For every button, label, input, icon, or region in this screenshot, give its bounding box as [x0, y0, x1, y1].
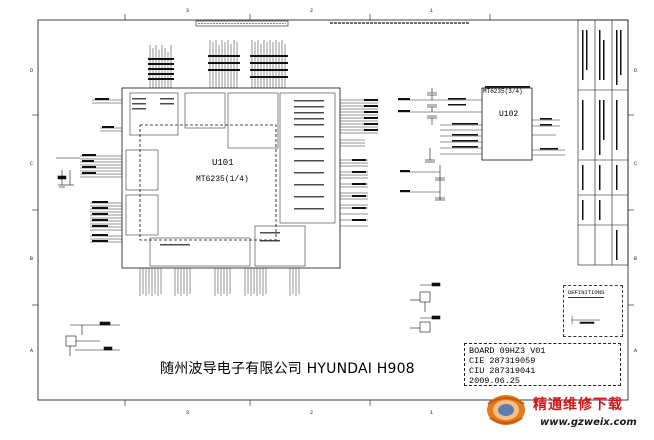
second-chip-labels — [398, 86, 558, 192]
svg-text:B: B — [30, 256, 33, 262]
board-info-line: CIE 287319059 — [469, 356, 536, 366]
svg-text:D: D — [30, 68, 33, 74]
second-chip-ref: U102 — [499, 110, 519, 119]
main-chip-right-labels — [352, 99, 378, 221]
company-watermark: 随州波导电子有限公司 HYUNDAI H908 — [160, 361, 415, 377]
title-block — [577, 19, 629, 266]
lower-mid-circuit — [410, 282, 441, 333]
main-chip-left-labels — [82, 98, 114, 242]
svg-text:D: D — [634, 68, 637, 74]
definitions-mark — [571, 316, 600, 324]
main-chip-top-pins — [149, 40, 286, 88]
svg-text:C: C — [30, 161, 33, 167]
svg-text:A: A — [634, 348, 637, 354]
svg-text:3: 3 — [186, 8, 189, 14]
main-chip-part: MT6235(1/4) — [196, 175, 249, 184]
second-chip-part: MT6235(3/4) — [483, 88, 523, 95]
second-chip-pins — [398, 99, 565, 193]
svg-text:A: A — [30, 348, 33, 354]
zone-markers: 3 2 1 3 2 1 D C B A D C B A — [30, 8, 637, 416]
definitions-title: DEFINITIONS — [568, 289, 605, 298]
u102-capacitors — [425, 88, 445, 201]
svg-text:1: 1 — [430, 410, 433, 416]
header-strip — [195, 20, 470, 27]
main-chip-internal-labels — [132, 98, 324, 246]
site-url[interactable]: www.gzweix.com — [540, 417, 637, 428]
svg-text:1: 1 — [430, 8, 433, 14]
main-chip-ref: U101 — [212, 158, 234, 168]
definitions-box: DEFINITIONS — [563, 285, 623, 337]
svg-text:B: B — [634, 256, 637, 262]
main-chip-top-labels — [148, 55, 288, 80]
board-info-line: 2009.06.25 — [469, 376, 521, 386]
main-chip-bottom-pins — [139, 268, 300, 296]
site-logo-icon — [487, 395, 525, 425]
svg-text:C: C — [634, 161, 637, 167]
left-components — [56, 157, 80, 188]
title-block-text — [582, 30, 622, 260]
lower-left-circuit — [65, 321, 120, 356]
svg-text:2: 2 — [310, 410, 313, 416]
board-info-box: BOARD 09HZ3 V01 CIE 287319059 CIU 287319… — [464, 343, 621, 386]
site-title: 精通维修下载 — [533, 397, 623, 413]
second-chip-body — [481, 87, 533, 161]
board-info-line: BOARD 09HZ3 V01 — [469, 346, 546, 356]
board-info-line: CIU 287319041 — [469, 366, 536, 376]
svg-text:2: 2 — [310, 8, 313, 14]
svg-text:3: 3 — [186, 410, 189, 416]
